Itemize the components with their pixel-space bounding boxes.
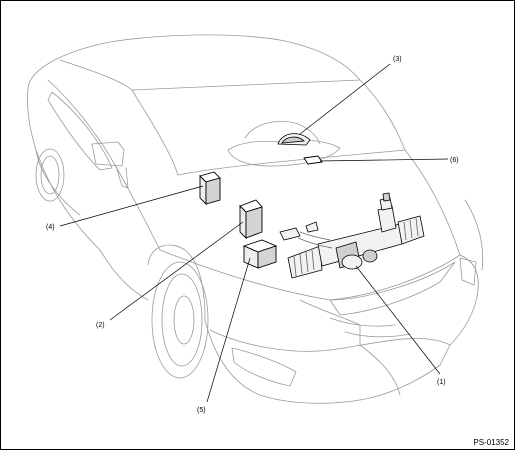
callout-1: (1)	[437, 379, 446, 386]
callout-5: (5)	[197, 407, 206, 414]
combination-meter	[277, 133, 311, 146]
steering-gearbox	[279, 192, 425, 279]
control-unit-2	[239, 199, 263, 240]
callout-labels: (3) (6) (4) (2) (5) (1)	[46, 56, 459, 414]
leader-lines	[59, 63, 449, 403]
dashboard-outline	[227, 121, 341, 167]
figure-code: PS-01352	[473, 438, 509, 447]
control-unit-4	[199, 171, 221, 206]
control-unit-5	[242, 239, 278, 269]
car-outline	[27, 34, 484, 404]
module-6	[303, 155, 323, 165]
callout-3: (3)	[393, 56, 402, 63]
callout-4: (4)	[46, 224, 55, 231]
callout-2: (2)	[96, 322, 105, 329]
callout-6: (6)	[450, 157, 459, 164]
